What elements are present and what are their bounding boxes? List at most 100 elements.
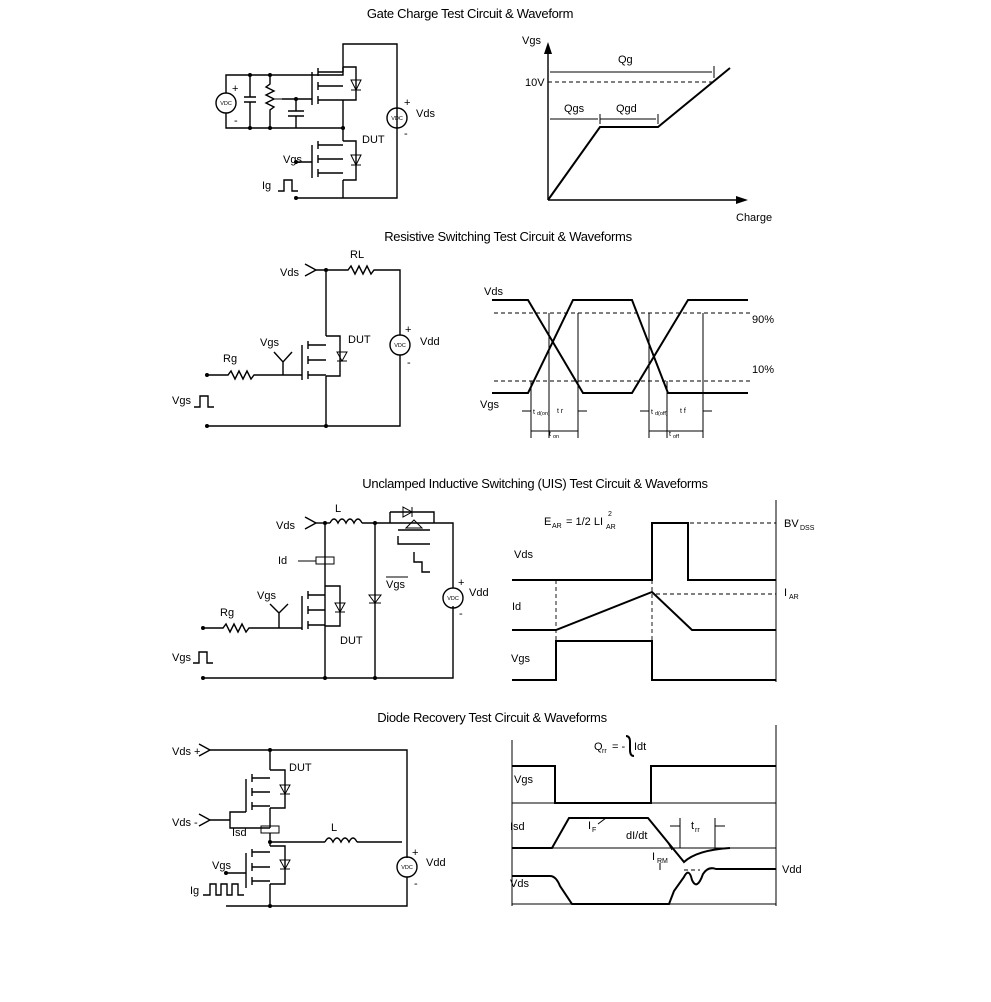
qrr-q: Q: [594, 741, 603, 753]
title-diode: Diode Recovery Test Circuit & Waveforms: [377, 710, 607, 725]
dut-label: DUT: [340, 635, 363, 647]
vdc-label: VDC: [220, 101, 232, 107]
td-on-label: d(on): [537, 411, 550, 417]
iar-sub: AR: [789, 594, 799, 601]
vds-plus-label: Vds +: [172, 746, 200, 758]
wave-id-label: Id: [512, 601, 521, 613]
wave-isd-label: Isd: [510, 821, 525, 833]
wave-vgs-label: Vgs: [511, 653, 530, 665]
l-label: L: [335, 503, 341, 515]
minus-sign-right: -: [404, 128, 408, 140]
isd-label: Isd: [232, 827, 247, 839]
vds-label: Vds: [416, 108, 435, 120]
vdc-label: VDC: [401, 865, 413, 871]
toff-label: off: [673, 434, 679, 440]
vdc-source: [442, 587, 464, 609]
trr-sub: rr: [695, 827, 700, 834]
rl-label: RL: [350, 249, 364, 261]
vds-minus-label: Vds -: [172, 817, 198, 829]
if-sub: F: [592, 827, 596, 834]
p90-label: 90%: [752, 314, 774, 326]
minus-sign: -: [234, 115, 238, 127]
minus-sign: -: [459, 608, 463, 620]
wave-vgs-label: Vgs: [480, 399, 499, 411]
vdd-label: Vdd: [469, 587, 489, 599]
eq-sup: 2: [608, 511, 612, 518]
qrr-int: Idt: [634, 741, 646, 753]
didt-label: dI/dt: [626, 830, 647, 842]
qgd-label: Qgd: [616, 103, 637, 115]
vgs-pulse-label: Vgs: [172, 652, 191, 664]
resistive-circuit: Vds RL VDC + - Vdd DUT Vgs Rg Vgs: [172, 249, 440, 428]
qrr-sub: rr: [602, 748, 607, 755]
vdc-source: [396, 856, 418, 878]
id-label: Id: [278, 555, 287, 567]
td-on-t: t: [533, 409, 535, 416]
vdc-label: VDC: [394, 343, 406, 349]
minus-sign: -: [414, 878, 418, 890]
vdc-right-label: VDC: [391, 116, 403, 122]
qg-label: Qg: [618, 54, 633, 66]
plus-sign: +: [405, 324, 411, 336]
vds-label: Vds: [280, 267, 299, 279]
vgs-label: Vgs: [212, 860, 231, 872]
eq-e-sub: AR: [552, 523, 562, 530]
title-uis: Unclamped Inductive Switching (UIS) Test…: [362, 476, 708, 491]
rg-label: Rg: [220, 607, 234, 619]
vds-label: Vds: [276, 520, 295, 532]
rg-label: Rg: [223, 353, 237, 365]
eq-e: E: [544, 516, 551, 528]
qrr-eq: = -: [612, 741, 625, 753]
tf-label: t f: [680, 408, 686, 415]
vdd-label: Vdd: [420, 336, 440, 348]
vgs-bar-label: Vgs: [386, 579, 405, 591]
ton-t: t: [549, 431, 551, 438]
plus-sign: +: [412, 847, 418, 859]
level-10v: 10V: [525, 77, 545, 89]
vgs-pulse-label: Vgs: [172, 395, 191, 407]
td-off-label: d(off): [655, 411, 668, 417]
minus-sign: -: [407, 357, 411, 369]
plus-sign: +: [458, 577, 464, 589]
qgs-label: Qgs: [564, 103, 585, 115]
l-label: L: [331, 822, 337, 834]
irm-sub: RM: [657, 858, 668, 865]
x-axis-label: Charge: [736, 212, 772, 224]
wave-vdd-label: Vdd: [782, 864, 802, 876]
uis-circuit: Vds L Vgs Id DUT Vgs Rg: [172, 503, 489, 680]
bv-sub: DSS: [800, 525, 815, 532]
trr-t: t: [691, 820, 694, 832]
ig-label: Ig: [262, 180, 271, 192]
ton-label: on: [553, 434, 559, 440]
wave-vds-label: Vds: [514, 549, 533, 561]
bv-label: BV: [784, 518, 799, 530]
td-off-t: t: [651, 409, 653, 416]
diode-circuit: Vds + DUT Vds - Isd L Vgs Ig: [172, 743, 446, 908]
resistive-waveform: Vds Vgs 90% 10% t d(on) t r t on t d(off…: [480, 286, 774, 440]
toff-t: t: [669, 431, 671, 438]
gate-charge-circuit: VDC + - DUT Vgs Ig: [215, 43, 435, 200]
p10-label: 10%: [752, 364, 774, 376]
vgs-label: Vgs: [283, 154, 302, 166]
vdc-source-right: [386, 107, 408, 129]
wave-vds-label: Vds: [510, 878, 529, 890]
ig-label: Ig: [190, 885, 199, 897]
eq-body: = 1/2 LI: [566, 516, 603, 528]
eq-sub2: AR: [606, 524, 616, 531]
dut-label: DUT: [289, 762, 312, 774]
plus-sign: +: [232, 83, 238, 95]
dut-label: DUT: [362, 134, 385, 146]
plus-sign-right: +: [404, 97, 410, 109]
y-axis-label: Vgs: [522, 35, 541, 47]
irm-label: I: [652, 851, 655, 863]
vgs-label: Vgs: [257, 590, 276, 602]
dut-label: DUT: [348, 334, 371, 346]
vdd-label: Vdd: [426, 857, 446, 869]
title-resistive: Resistive Switching Test Circuit & Wavef…: [384, 229, 632, 244]
wave-vgs-label: Vgs: [514, 774, 533, 786]
uis-waveform: E AR = 1/2 LI 2 AR BV DSS I AR Vds Id Vg…: [511, 500, 815, 682]
gate-charge-waveform: Vgs Charge 10V Qg Qgs Qgd: [522, 35, 772, 224]
tr-label: t r: [557, 408, 564, 415]
vdc-label: VDC: [447, 596, 459, 602]
